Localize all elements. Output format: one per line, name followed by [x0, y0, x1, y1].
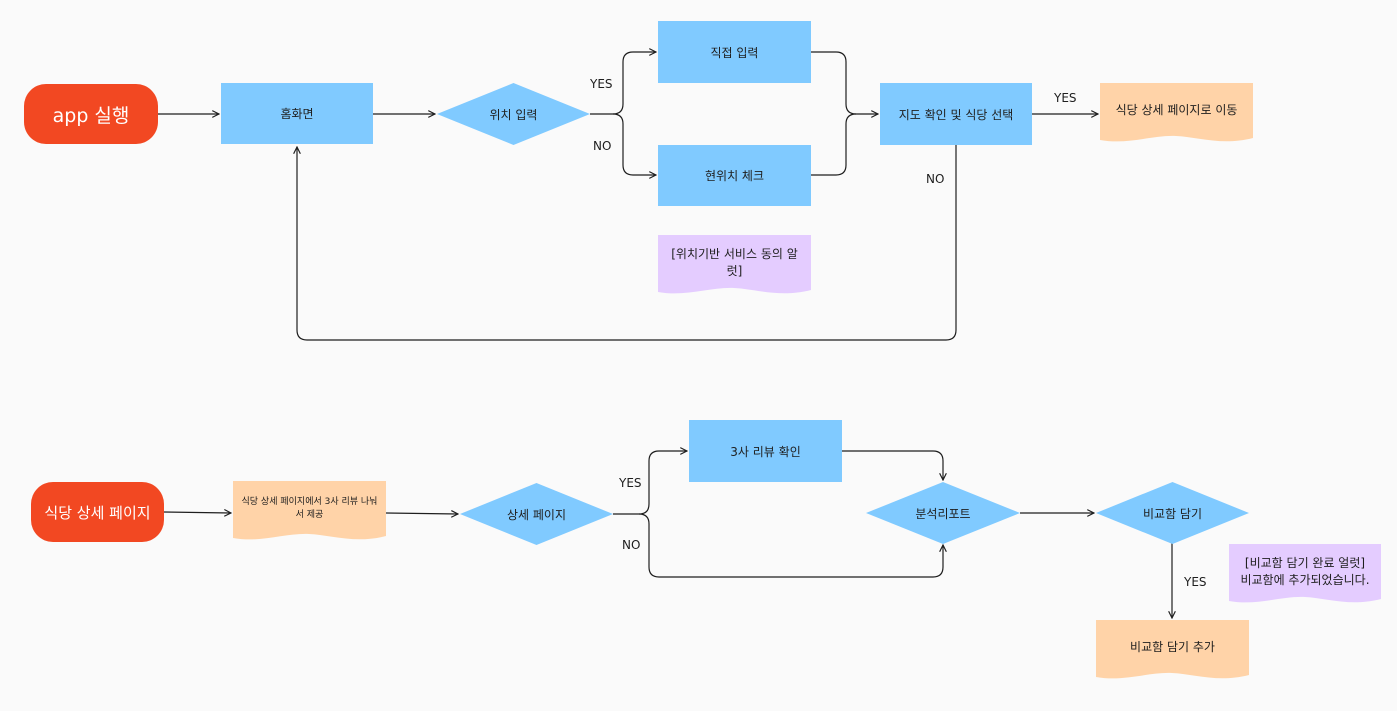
add-to-compare-note: 비교함 담기 추가	[1096, 620, 1249, 682]
review-check-label: 3사 리뷰 확인	[730, 444, 801, 459]
no-label-back-to-home: NO	[926, 172, 945, 186]
provide-three-reviews-text: 식당 상세 페이지에서 3사 리뷰 나눠서 제공	[241, 496, 378, 520]
compare-complete-alert-text: [비교함 담기 완료 얼럿] 비교함에 추가되었습니다.	[1232, 555, 1377, 590]
review-check-node: 3사 리뷰 확인	[689, 420, 842, 482]
yes-label-detail-move: YES	[1054, 91, 1077, 105]
yes-label-direct-input: YES	[590, 77, 613, 91]
connector-provide-reviews-to-detail-page	[385, 513, 458, 514]
connector-detail-page-to-report	[638, 513, 943, 578]
detail-page-label: 상세 페이지	[506, 507, 566, 522]
no-label-report: NO	[622, 538, 641, 552]
location-input-label: 위치 입력	[489, 107, 538, 122]
compare-complete-alert-note: [비교함 담기 완료 얼럿] 비교함에 추가되었습니다.	[1229, 544, 1381, 606]
location-consent-alert-note: [위치기반 서비스 동의 알럿]	[658, 235, 811, 297]
compare-box-decision: 비교함 담기	[1096, 482, 1249, 544]
yes-label-add-compare: YES	[1184, 575, 1207, 589]
provide-three-reviews-note: 식당 상세 페이지에서 3사 리뷰 나눠서 제공	[233, 481, 386, 543]
start-restaurant-detail-label: 식당 상세 페이지	[44, 503, 151, 522]
direct-input-node: 직접 입력	[658, 21, 811, 83]
map-and-restaurant-select-label: 지도 확인 및 식당 선택	[898, 107, 1014, 122]
compare-complete-alert-line2: 비교함에 추가되었습니다.	[1240, 573, 1370, 587]
compare-box-label: 비교함 담기	[1142, 506, 1202, 521]
home-screen-node: 홈화면	[221, 83, 373, 144]
location-consent-alert-text: [위치기반 서비스 동의 알럿]	[671, 246, 798, 278]
connector-start2-to-provide-reviews	[163, 512, 231, 513]
connector-current-location-to-map	[811, 113, 857, 176]
no-label-current-location: NO	[593, 139, 612, 153]
direct-input-label: 직접 입력	[710, 45, 759, 60]
restaurant-detail-move-text: 식당 상세 페이지로 이동	[1115, 103, 1238, 118]
restaurant-detail-move-note: 식당 상세 페이지로 이동	[1100, 83, 1253, 145]
connector-review-check-to-report	[842, 450, 943, 480]
detail-page-decision: 상세 페이지	[460, 483, 613, 545]
current-location-label: 현위치 체크	[704, 169, 764, 183]
analysis-report-decision: 분석리포트	[866, 482, 1020, 544]
current-location-node: 현위치 체크	[658, 145, 811, 206]
home-screen-label: 홈화면	[280, 107, 314, 121]
start-restaurant-detail: 식당 상세 페이지	[31, 482, 164, 542]
connector-map-back-to-home	[297, 145, 957, 341]
connector-detail-page-to-review-check	[613, 451, 687, 515]
connector-direct-input-to-map	[811, 51, 878, 114]
analysis-report-label: 분석리포트	[915, 506, 971, 521]
yes-label-review-check: YES	[619, 476, 642, 490]
connector-location-to-current-location	[612, 113, 656, 175]
start-app-run-label: app 실행	[52, 104, 130, 127]
connector-location-to-direct-input	[590, 52, 656, 115]
add-to-compare-text: 비교함 담기 추가	[1130, 640, 1215, 655]
location-input-decision: 위치 입력	[437, 83, 590, 145]
map-and-restaurant-select-node: 지도 확인 및 식당 선택	[880, 83, 1032, 145]
start-app-run: app 실행	[24, 84, 158, 144]
compare-complete-alert-line1: [비교함 담기 완료 얼럿]	[1244, 555, 1366, 570]
